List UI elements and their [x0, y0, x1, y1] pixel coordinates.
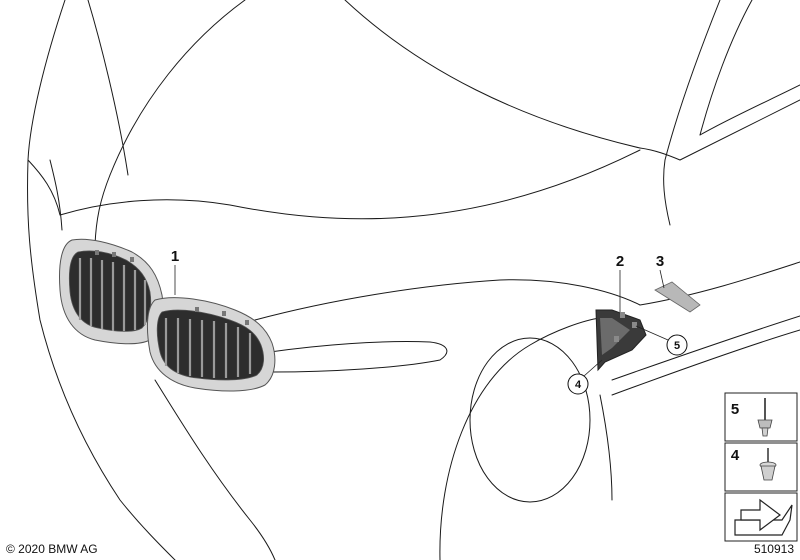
callout-5[interactable]: 5	[635, 325, 688, 356]
fender-trim-bracket[interactable]	[595, 309, 647, 372]
callout-3-label: 3	[656, 253, 664, 270]
fastener-legend: 5 4	[724, 392, 798, 542]
legend-row-5-label: 5	[731, 401, 739, 418]
callout-1[interactable]: 1	[171, 248, 179, 295]
callout-2[interactable]: 2	[616, 253, 624, 312]
legend-row-arrow[interactable]	[724, 492, 798, 542]
callout-4-circle	[567, 373, 589, 395]
push-rivet-icon	[757, 398, 773, 437]
expanding-rivet-icon	[759, 448, 777, 481]
wheel-arch	[439, 317, 613, 560]
callout-5-label: 5	[674, 340, 680, 352]
direction-arrow-icon	[734, 498, 793, 536]
callout-3[interactable]: 3	[656, 253, 665, 289]
wheel-outline	[469, 337, 591, 503]
callout-5-circle	[666, 334, 688, 356]
callout-4-label: 4	[575, 379, 582, 391]
copyright-text: © 2020 BMW AG	[6, 542, 98, 556]
kidney-grille[interactable]	[59, 238, 276, 392]
legend-row-4-label: 4	[731, 447, 740, 464]
side-trim-cover[interactable]	[654, 281, 701, 313]
callout-1-label: 1	[171, 248, 179, 265]
legend-row-4[interactable]: 4	[724, 442, 798, 492]
car-body-outline	[27, 0, 800, 560]
legend-row-5[interactable]: 5	[724, 392, 798, 442]
callout-2-label: 2	[616, 253, 624, 270]
diagram-number: 510913	[754, 542, 794, 556]
callout-4[interactable]: 4	[567, 359, 603, 395]
